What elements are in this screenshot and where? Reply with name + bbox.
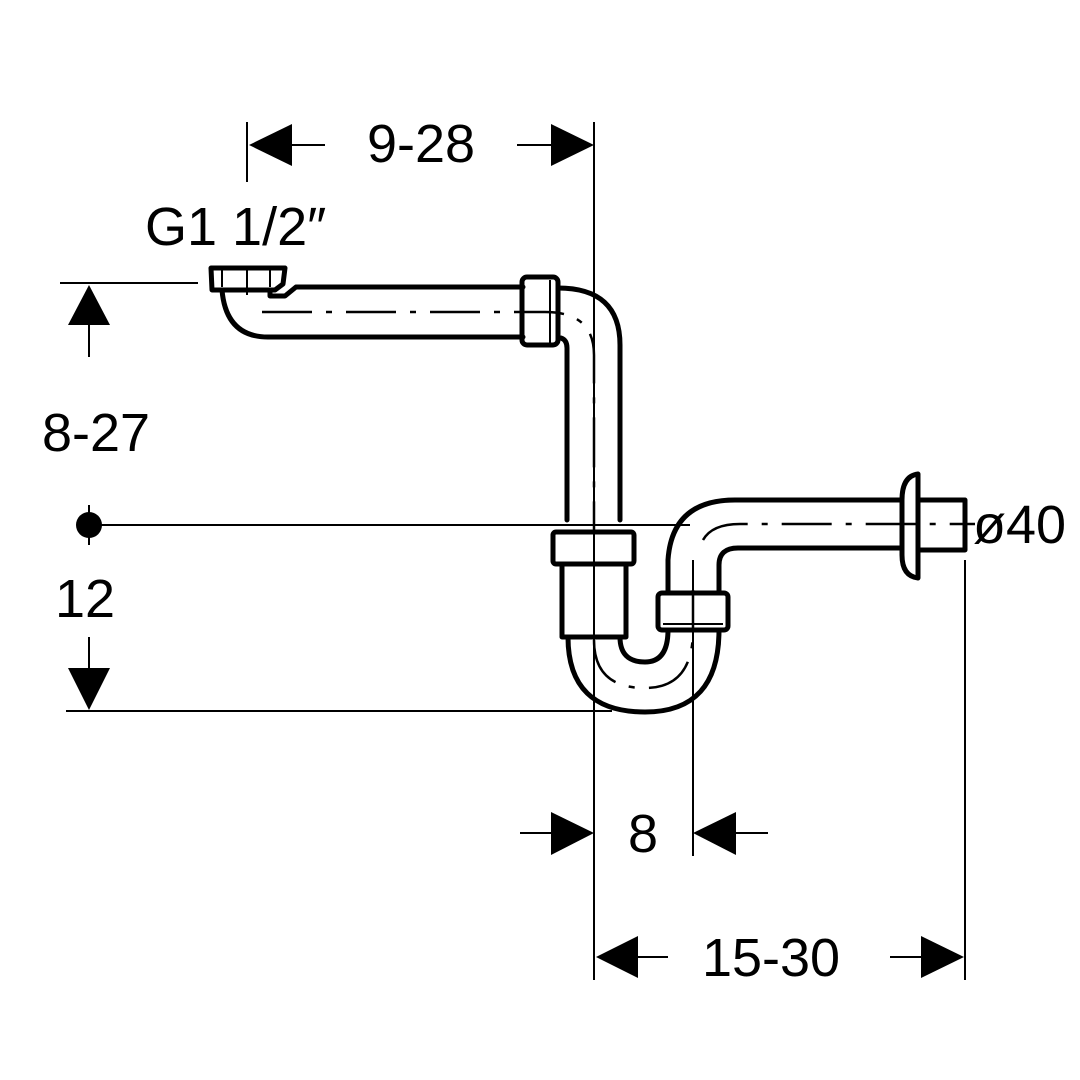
dimension-label-8-27: 8-27	[42, 403, 150, 463]
arrow-left-icon	[249, 124, 292, 166]
arrow-right-icon	[921, 936, 964, 978]
siphon-pipe	[208, 265, 975, 715]
arrow-right-icon	[551, 812, 594, 855]
arrow-left-icon	[693, 812, 736, 855]
dimension-lines	[60, 122, 966, 980]
dimension-label-9-28: 9-28	[367, 114, 475, 174]
outlet-diameter-label: ø40	[973, 495, 1066, 555]
dimension-label-12: 12	[55, 569, 115, 629]
dimension-label-8: 8	[628, 804, 658, 864]
dot-marker-icon	[76, 512, 102, 538]
dimension-arrows	[68, 124, 964, 978]
dimension-label-15-30: 15-30	[702, 928, 840, 988]
arrow-left-icon	[596, 936, 638, 978]
arrow-right-icon	[551, 124, 594, 166]
arrow-up-icon	[68, 285, 110, 325]
thread-size-label: G1 1/2″	[145, 197, 326, 257]
arrow-down-icon	[68, 668, 110, 710]
